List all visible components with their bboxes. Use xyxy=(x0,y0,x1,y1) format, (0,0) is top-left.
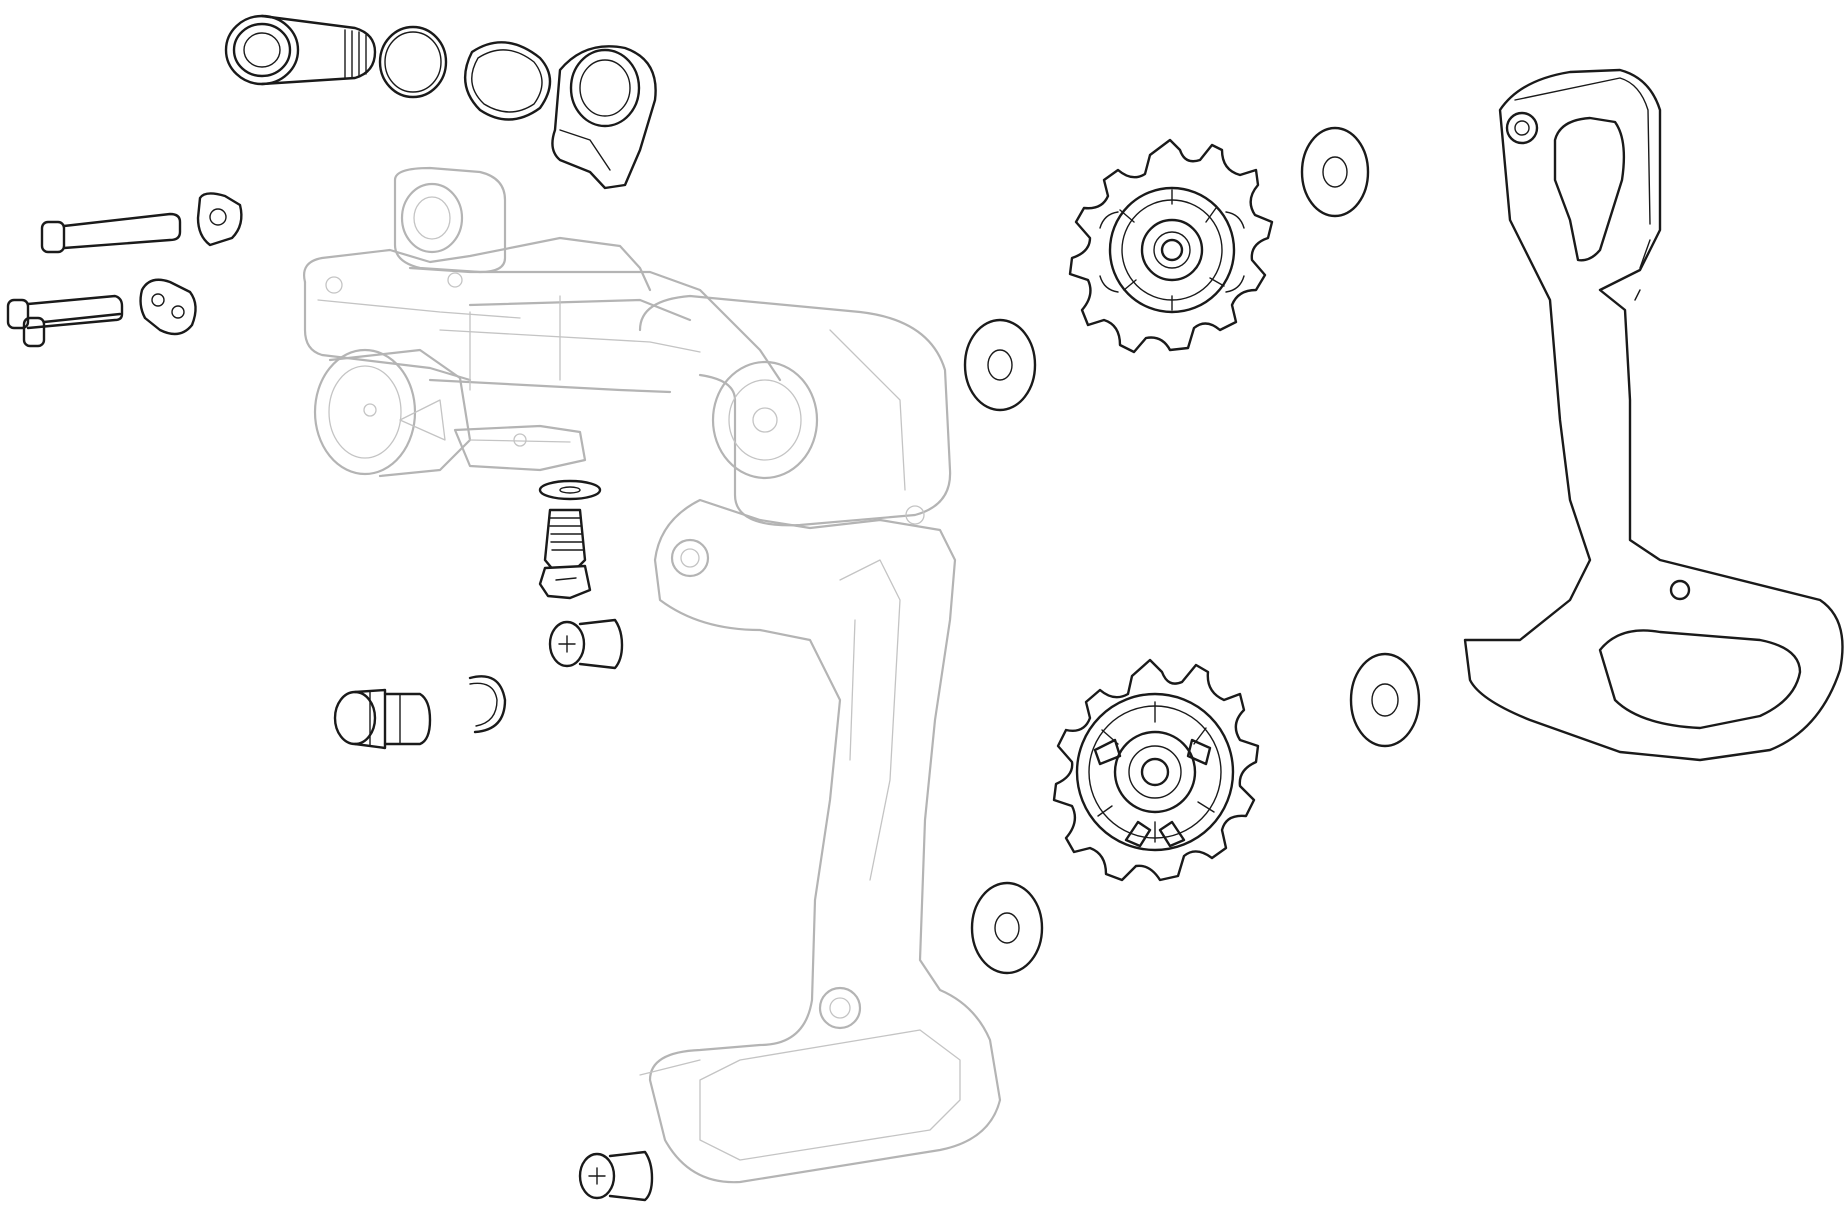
outer-cage-plate xyxy=(1463,68,1844,762)
limit-screw-short-b xyxy=(22,312,122,348)
e-clip xyxy=(468,675,507,734)
upper-pulley-washer-outer xyxy=(1300,126,1370,218)
screw-cap xyxy=(196,192,243,247)
upper-pulley-washer-inner xyxy=(963,318,1037,412)
cage-stop-screw xyxy=(548,618,624,670)
cable-anchor-bolt xyxy=(538,508,592,600)
upper-pulley-wheel xyxy=(1068,138,1274,354)
b-knuckle-plate xyxy=(551,45,657,190)
cable-washer xyxy=(538,479,602,501)
lower-pulley-washer-outer xyxy=(1349,652,1421,748)
lower-pulley-wheel xyxy=(1052,658,1260,882)
clutch-pin xyxy=(333,688,432,750)
rear-derailleur-body xyxy=(303,166,1002,1184)
hanger-bolt xyxy=(224,14,377,86)
cage-screw xyxy=(578,1150,654,1202)
screw-plate xyxy=(139,278,197,336)
lower-pulley-washer-inner xyxy=(970,881,1044,975)
limit-screw-short-a xyxy=(6,294,124,330)
square-washer xyxy=(463,41,552,121)
limit-screw-long xyxy=(40,212,182,254)
wave-washer xyxy=(378,25,448,99)
